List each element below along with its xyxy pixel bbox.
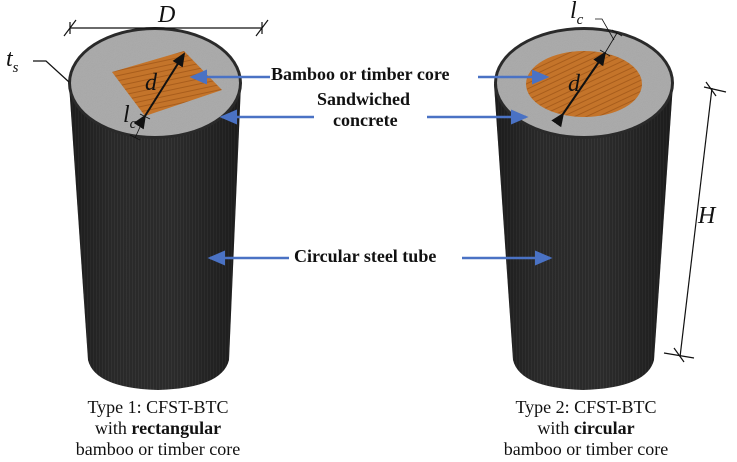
lc-left-dim [129,113,151,141]
label-tube: Circular steel tube [294,246,437,266]
label-ts: ts [6,46,19,77]
label-d-right: d [568,71,580,97]
ts-sub: s [12,59,19,76]
ts-main: t [6,46,13,72]
caption-type2-bold: circular [573,418,635,438]
label-lc-right: lc [570,0,583,29]
leader-arrows [189,69,553,266]
label-core: Bamboo or timber core [271,64,450,84]
lc-right-dim [595,18,623,57]
caption-type1-pre: with [94,418,132,438]
caption-type1-line2: with rectangular [28,418,288,439]
caption-type2-line1: Type 2: CFST-BTC [515,397,657,417]
caption-type1-line3: bamboo or timber core [75,439,241,459]
label-lc-left: lc [123,102,136,133]
label-H: H [698,203,716,229]
label-concrete-line2: concrete [333,110,398,130]
label-D: D [158,2,176,28]
label-concrete-line1: Sandwiched [317,89,411,109]
caption-type2-pre: with [537,418,574,438]
caption-type1-line1: Type 1: CFST-BTC [87,397,229,417]
dimension-H [663,81,727,363]
caption-type2-line2: with circular [456,418,716,439]
caption-type1: Type 1: CFST-BTC with rectangular bamboo… [28,397,288,460]
d-arrow-left [133,52,186,130]
label-d-left: d [145,70,157,96]
lc-left-sub: c [129,115,137,132]
caption-type2: Type 2: CFST-BTC with circular bamboo or… [456,397,716,460]
caption-type1-bold: rectangular [131,418,222,438]
lc-right-sub: c [576,11,584,28]
lc-left-main: l [123,102,130,128]
d-arrow-right [551,51,607,128]
lc-right-main: l [570,0,577,24]
ts-leader [33,60,70,83]
column-type2 [494,27,674,390]
dimension-D [63,19,269,37]
caption-type2-line3: bamboo or timber core [503,439,669,459]
